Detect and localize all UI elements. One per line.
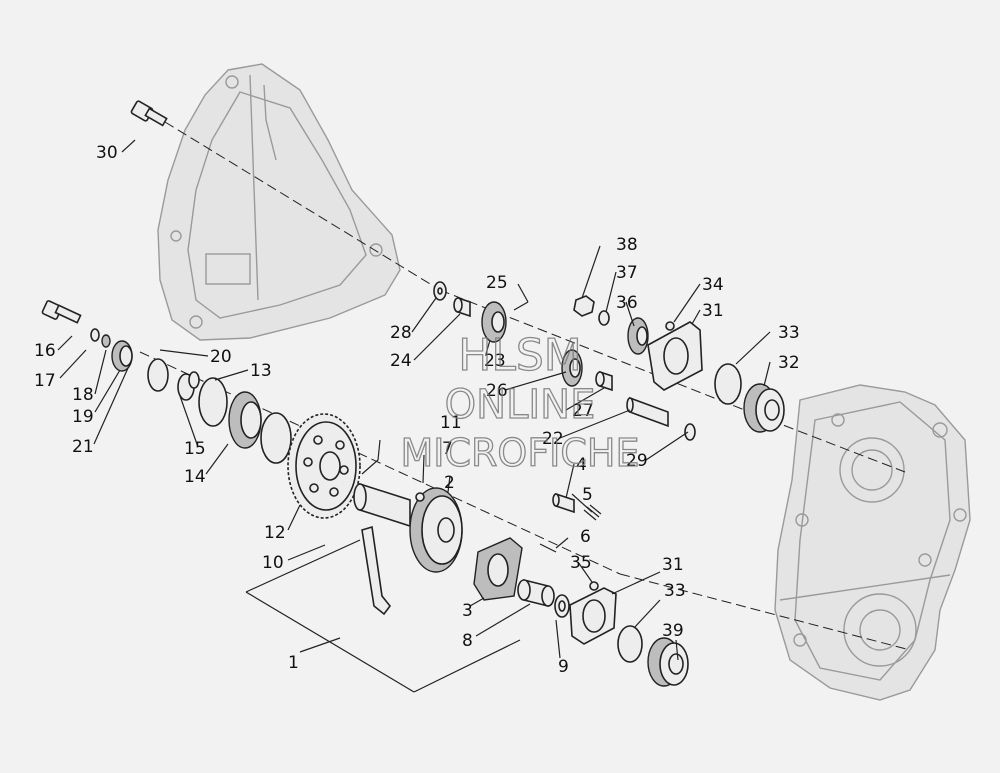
callout-35: 35 [570,553,592,573]
callout-32: 32 [778,353,800,373]
washer-part-9 [554,594,570,618]
callout-36: 36 [616,293,638,313]
callout-25: 25 [486,273,508,293]
washer-part-37 [598,310,610,326]
callout-39: 39 [662,621,684,641]
callout-2: 2 [444,473,455,493]
ring-part-15 [147,358,200,401]
callout-12: 12 [264,523,286,543]
gear-part-2 [409,487,463,573]
bushing-part-27 [595,370,613,392]
sprocket-part-12 [287,413,361,519]
center-axes [139,121,911,651]
bearing-part-8 [517,578,555,608]
callout-9: 9 [558,657,569,677]
fastener-part-34 [665,321,675,331]
shaft-part-11 [353,482,411,528]
chain-part-10 [361,525,392,616]
gear-part-36 [627,317,649,355]
callout-16: 16 [34,341,56,361]
sprocket-part-26 [561,349,583,387]
callout-34: 34 [702,275,724,295]
plate-part-3 [473,537,523,601]
chaincase-housing [774,384,971,701]
callout-6: 6 [580,527,591,547]
callout-33-upper: 33 [778,323,800,343]
callout-3: 3 [462,601,473,621]
callout-19: 19 [72,407,94,427]
ring-part-33-upper [714,363,742,405]
chaincase-cover [157,63,401,341]
callout-23: 23 [484,351,506,371]
shaft-part-22 [626,396,669,428]
callout-14: 14 [184,467,206,487]
fastener-part-7 [415,492,425,502]
callout-10: 10 [262,553,284,573]
sprocket-part-23 [481,301,507,343]
bearing-part-32 [743,383,785,433]
callout-17: 17 [34,371,56,391]
callout-38: 38 [616,235,638,255]
washer-part-29 [684,423,696,441]
pin-part-4 [552,492,575,514]
callout-24: 24 [390,351,412,371]
key-part-25 [513,301,529,311]
watermark: HLSM ONLINE MICROFICHE [400,329,640,475]
callout-1: 1 [288,653,299,673]
callout-27: 27 [572,401,594,421]
pin-part-6 [539,543,557,553]
retainer-part-19 [101,334,133,372]
leader-lines [57,139,771,693]
watermark-line-1: HLSM [458,330,582,381]
callout-31-lower: 31 [662,555,684,575]
callout-20: 20 [210,347,232,367]
fastener-part-35 [589,581,599,591]
callout-28: 28 [390,323,412,343]
ring-part-33-lower [617,625,643,663]
bushing-part-24 [453,296,471,318]
callout-31-upper: 31 [702,301,724,321]
callout-22: 22 [542,429,564,449]
callout-7: 7 [442,439,453,459]
callout-15: 15 [184,439,206,459]
callout-13: 13 [250,361,272,381]
callout-29: 29 [626,451,648,471]
callout-37: 37 [616,263,638,283]
washer-part-28 [433,281,447,301]
callout-8: 8 [462,631,473,651]
callout-30: 30 [96,143,118,163]
bolt-part-16 [41,300,82,324]
callout-4: 4 [576,455,587,475]
nut-part-38 [573,295,595,317]
watermark-line-3: MICROFICHE [400,431,639,475]
callout-18: 18 [72,385,94,405]
callout-33-lower: 33 [664,581,686,601]
watermark-line-2: ONLINE [445,382,596,428]
washer-part-13 [198,377,292,464]
callout-26: 26 [486,381,508,401]
bearing-cover-part-31-upper [647,321,703,391]
callout-11: 11 [440,413,462,433]
bearing-part-39 [647,637,689,687]
bolt-part-30 [130,100,168,127]
callout-5: 5 [582,485,593,505]
bearing-cover-part-31-lower [569,587,617,645]
callout-21: 21 [72,437,94,457]
gear-part-14 [228,391,262,449]
callout-numbers: 1 2 3 4 5 6 7 8 9 10 11 12 13 14 15 16 1… [34,143,800,677]
washer-part-17 [90,328,100,342]
